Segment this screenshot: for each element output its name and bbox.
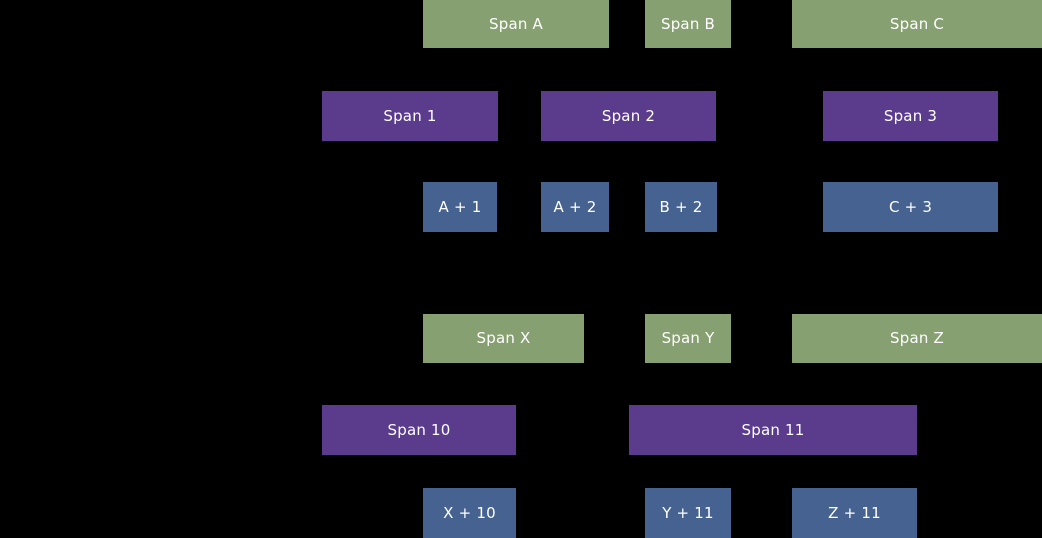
- span-bar-label: Span B: [660, 14, 715, 33]
- span-bar[interactable]: Z + 11: [792, 488, 917, 538]
- span-bar-label: A + 2: [553, 197, 597, 216]
- span-bar[interactable]: Span 3: [823, 91, 998, 141]
- span-bar[interactable]: Span 2: [541, 91, 716, 141]
- span-bar[interactable]: B + 2: [645, 182, 717, 232]
- span-bar-label: Span X: [476, 329, 531, 347]
- span-bar-label: A + 1: [438, 197, 482, 216]
- span-bar[interactable]: X + 10: [423, 488, 516, 538]
- span-bar[interactable]: A + 1: [423, 182, 497, 232]
- span-bar-label: Span 10: [387, 420, 451, 439]
- span-bar[interactable]: Span X: [423, 314, 584, 363]
- span-bar-label: Span 2: [601, 106, 656, 125]
- span-bar-label: B + 2: [659, 197, 703, 216]
- span-bar[interactable]: Span 1: [322, 91, 498, 141]
- span-bar-label: Span Y: [661, 329, 715, 347]
- span-bar[interactable]: Span C: [792, 0, 1042, 48]
- span-bar[interactable]: Span 10: [322, 405, 516, 455]
- span-bar-label: X + 10: [443, 503, 496, 522]
- span-bar[interactable]: Span A: [423, 0, 609, 48]
- span-bar-label: Span 1: [383, 106, 437, 125]
- span-bar[interactable]: Span B: [645, 0, 731, 48]
- span-bar-label: Span Z: [890, 329, 944, 347]
- span-bar[interactable]: Span Y: [645, 314, 731, 363]
- span-bar-label: Z + 11: [828, 503, 881, 522]
- span-bar-label: Span 11: [741, 420, 805, 439]
- span-bar[interactable]: Span 11: [629, 405, 917, 455]
- span-bar[interactable]: A + 2: [541, 182, 609, 232]
- span-bar-label: Span 3: [883, 106, 938, 125]
- span-bar[interactable]: Span Z: [792, 314, 1042, 363]
- span-bar-label: C + 3: [888, 197, 933, 216]
- span-bar[interactable]: C + 3: [823, 182, 998, 232]
- span-bar[interactable]: Y + 11: [645, 488, 731, 538]
- span-bar-label: Span C: [889, 14, 945, 33]
- span-bar-label: Y + 11: [662, 503, 714, 522]
- span-bar-label: Span A: [489, 14, 543, 33]
